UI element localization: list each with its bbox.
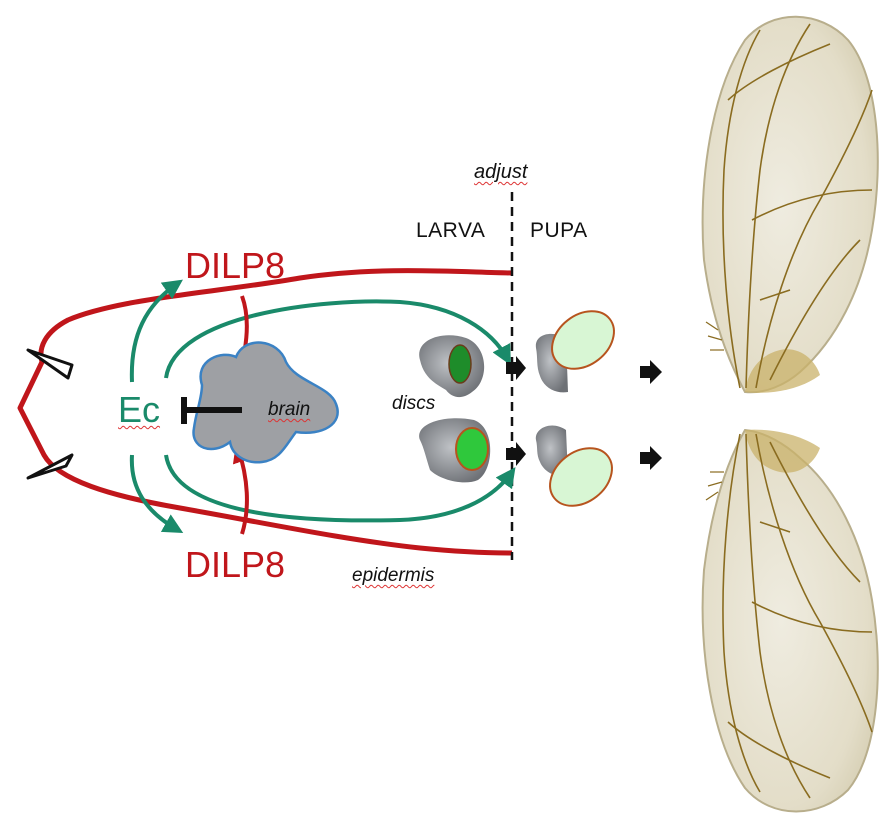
adult-wing-upper <box>701 15 879 394</box>
larva-label: LARVA <box>416 219 486 242</box>
ec-arrow-to-upper-discs <box>164 299 511 379</box>
discs-label: discs <box>392 393 436 414</box>
mouth-hook-top-icon <box>26 348 74 380</box>
ec-arrow-down-to-dilp8 <box>129 454 184 533</box>
pupa-disc-upper <box>535 310 615 393</box>
larva-epidermis-outline <box>17 268 513 556</box>
pupa-disc-lower <box>535 425 613 507</box>
ec-arrow-up-to-dilp8 <box>129 279 183 383</box>
dilp8-label-bottom: DILP8 <box>185 544 286 585</box>
wing-arrow-lower-icon <box>640 446 662 470</box>
dilp8-label-top: DILP8 <box>185 245 286 286</box>
brain-shape <box>192 341 339 464</box>
epidermis-label: epidermis <box>352 565 435 586</box>
wing-arrow-upper-icon <box>640 360 662 384</box>
disc-arrow-upper-icon <box>506 356 526 380</box>
ec-label: Ec <box>118 389 161 430</box>
ec-arrow-to-lower-discs <box>164 454 516 523</box>
disc-arrow-lower-icon <box>506 442 526 466</box>
larva-disc-upper <box>419 335 485 398</box>
adjust-label: adjust <box>474 161 528 183</box>
mouth-hook-bottom-icon <box>26 453 74 480</box>
brain-label: brain <box>268 399 311 420</box>
inhibition-bar-icon <box>181 397 242 424</box>
pupa-label: PUPA <box>530 219 588 242</box>
larva-disc-lower <box>419 418 491 483</box>
adult-wing-lower <box>701 428 879 813</box>
